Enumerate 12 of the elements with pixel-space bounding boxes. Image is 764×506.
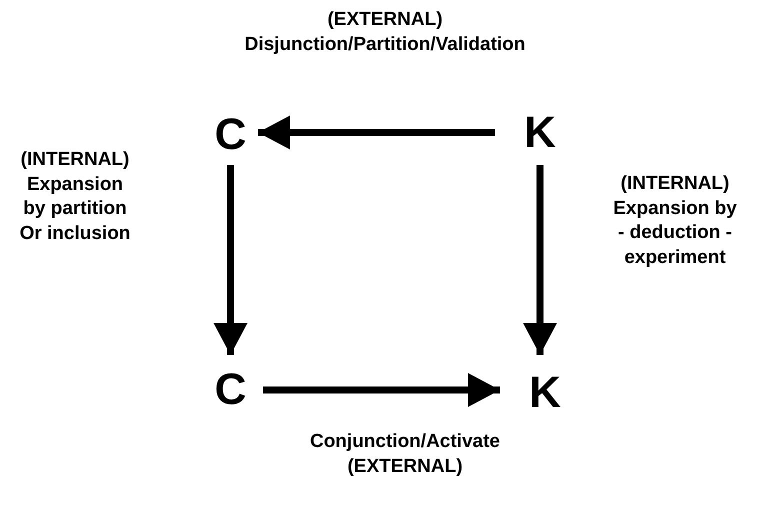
arrow	[263, 373, 500, 407]
annotation-text: (INTERNAL) Expansion by - deduction - experiment	[612, 172, 738, 270]
annotation-text: (EXTERNAL) Disjunction/Partition/Validation	[244, 8, 526, 57]
node-letter: C	[214, 368, 246, 412]
arrow	[258, 116, 495, 150]
node-letter: C	[214, 113, 246, 157]
node-letter: K	[524, 110, 556, 154]
annotation-text: Conjunction/Activate (EXTERNAL)	[308, 430, 501, 479]
annotation-text: (INTERNAL) Expansion by partition Or inclusion	[18, 148, 132, 246]
arrow	[214, 165, 248, 355]
arrow	[523, 165, 557, 355]
node-letter: K	[529, 370, 561, 414]
